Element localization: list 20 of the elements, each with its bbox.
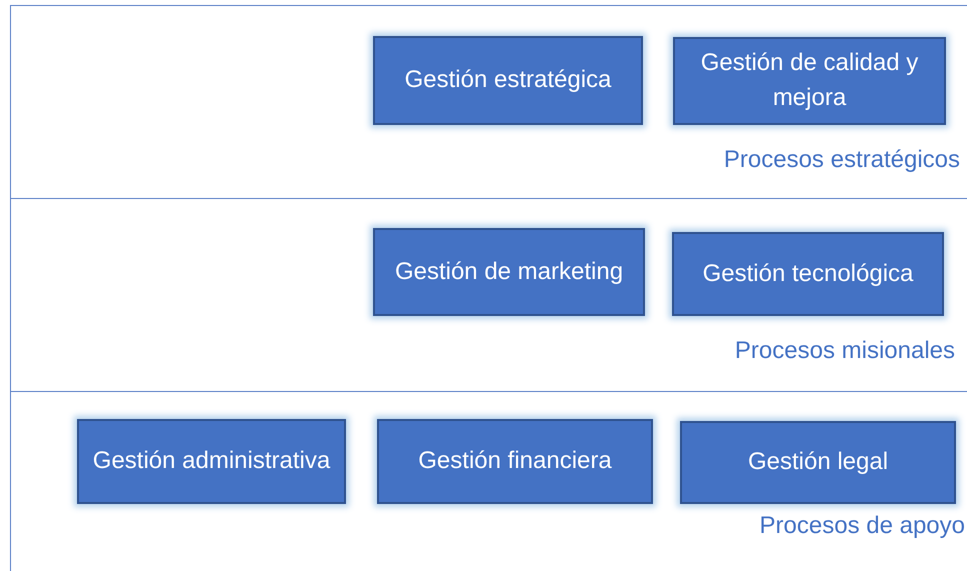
- band-title: Procesos estratégicos: [724, 146, 960, 174]
- process-box: [373, 36, 643, 125]
- process-box: [77, 419, 346, 504]
- process-box: [673, 37, 946, 125]
- process-band: [10, 5, 967, 198]
- process-label: Gestión tecnológica: [702, 258, 914, 289]
- process-label: Gestión administrativa: [92, 446, 332, 476]
- process-label: Gestión financiera: [417, 446, 613, 476]
- band-title: Procesos misionales: [734, 337, 955, 365]
- process-label: Gestión estratégica: [404, 65, 612, 96]
- process-label: Gestión de calidad y mejora: [700, 48, 920, 113]
- process-box: [377, 419, 653, 504]
- process-box: [373, 228, 645, 316]
- process-label: Gestión de marketing: [394, 256, 624, 287]
- process-box: [680, 421, 956, 504]
- process-box: [672, 232, 944, 316]
- process-band: [10, 391, 967, 571]
- process-band: [10, 198, 967, 391]
- process-label: Gestión legal: [746, 447, 890, 478]
- band-title: Procesos de apoyo: [760, 512, 965, 540]
